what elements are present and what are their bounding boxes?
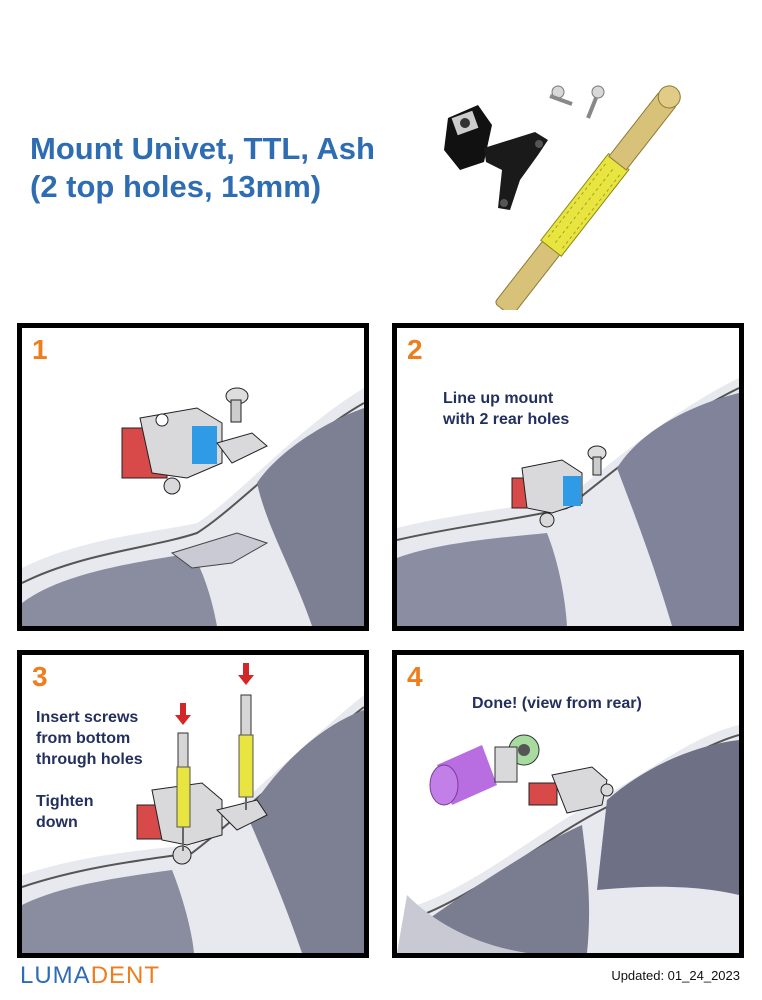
step-number-4: 4 <box>407 661 423 692</box>
updated-date: Updated: 01_24_2023 <box>611 968 740 983</box>
step-2-illustration <box>397 378 739 626</box>
logo-part-luma: LUMA <box>20 962 91 989</box>
step-number-3: 3 <box>32 661 48 692</box>
step-panel-3: 3 Insert screws from bottom through hole… <box>17 650 369 958</box>
step-2-caption: Line up mount with 2 rear holes <box>443 388 569 430</box>
mount-part-image <box>444 105 548 210</box>
screws-image <box>549 85 605 119</box>
arrow-down-icon <box>175 703 191 725</box>
mount-part <box>511 459 583 528</box>
step-number-2: 2 <box>407 334 423 365</box>
parts-illustration <box>444 85 681 310</box>
caption-line: Insert screws <box>36 709 139 726</box>
title-line-2: (2 top holes, 13mm) <box>30 169 322 204</box>
caption-line: Done! (view from rear) <box>472 695 642 712</box>
step-4-illustration <box>397 725 739 953</box>
caption-line: down <box>36 814 78 831</box>
caption-line <box>36 770 143 791</box>
caption-line: through holes <box>36 751 143 768</box>
step-panel-4: 4 Done! (view from rear) <box>392 650 744 958</box>
step-number-1: 1 <box>32 334 48 365</box>
mount-part <box>528 766 614 814</box>
step-1-illustration <box>22 387 364 626</box>
step-3-illustration <box>22 663 364 953</box>
caption-line: Line up mount <box>443 390 554 407</box>
caption-line: with 2 rear holes <box>443 411 570 428</box>
screwdriver-right <box>238 694 254 810</box>
caption-line: from bottom <box>36 730 131 747</box>
step-4-caption: Done! (view from rear) <box>472 693 642 714</box>
lumadent-logo: LUMADENT <box>20 962 160 990</box>
caption-line: Tighten <box>36 793 94 810</box>
arrow-down-icon <box>238 663 254 685</box>
step-panel-1: 1 <box>17 323 369 631</box>
title-line-1: Mount Univet, TTL, Ash <box>30 131 375 166</box>
screw <box>225 387 249 423</box>
logo-part-dent: DENT <box>90 962 161 989</box>
screwdriver-left <box>176 732 191 851</box>
step-panel-2: 2 Line up mount with 2 rear holes <box>392 323 744 631</box>
screwdriver-image <box>495 85 681 310</box>
mount-part <box>121 407 268 495</box>
loupe-part <box>429 734 540 806</box>
step-3-caption: Insert screws from bottom through holes … <box>36 707 143 833</box>
screw <box>587 445 607 476</box>
page-title: Mount Univet, TTL, Ash (2 top holes, 13m… <box>30 130 410 206</box>
